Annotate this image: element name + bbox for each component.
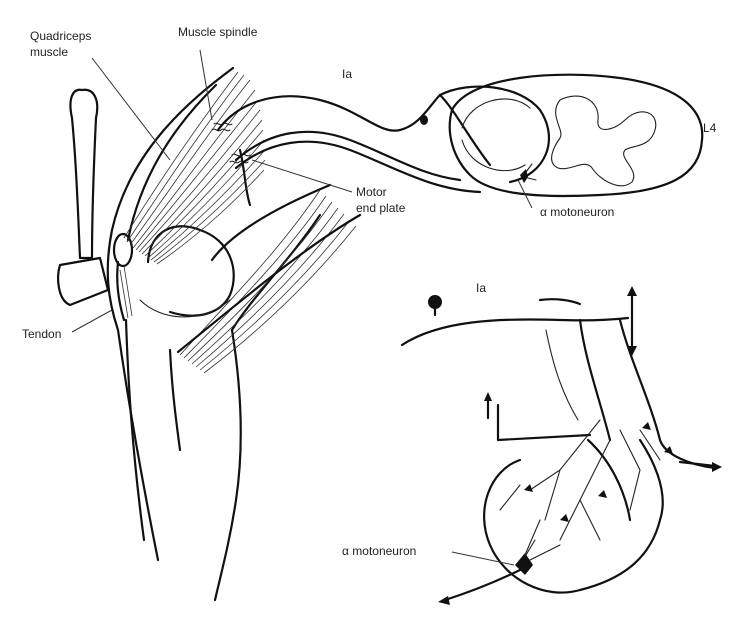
nerve-fibers (218, 87, 549, 192)
label-quadriceps-line1: Quadriceps (30, 29, 91, 43)
label-motor-end-plate-line1: Motor (356, 185, 387, 199)
label-tendon: Tendon (22, 327, 61, 341)
label-ia-inset: Ia (476, 281, 486, 295)
reflex-hammer (58, 90, 108, 305)
tendon (117, 262, 124, 320)
spinal-cord-section (450, 75, 703, 196)
label-alpha-motoneuron-top: α motoneuron (540, 205, 614, 219)
label-alpha-motoneuron-inset: α motoneuron (342, 544, 416, 558)
inset-diagram (402, 286, 722, 605)
label-l4: L4 (703, 121, 717, 135)
label-ia-top: Ia (342, 67, 352, 81)
label-muscle-spindle: Muscle spindle (178, 25, 258, 39)
dorsal-root-ganglion (420, 115, 428, 125)
label-motor-end-plate-line2: end plate (356, 201, 406, 215)
label-quadriceps-line2: muscle (30, 45, 68, 59)
leg-outline (108, 68, 330, 600)
